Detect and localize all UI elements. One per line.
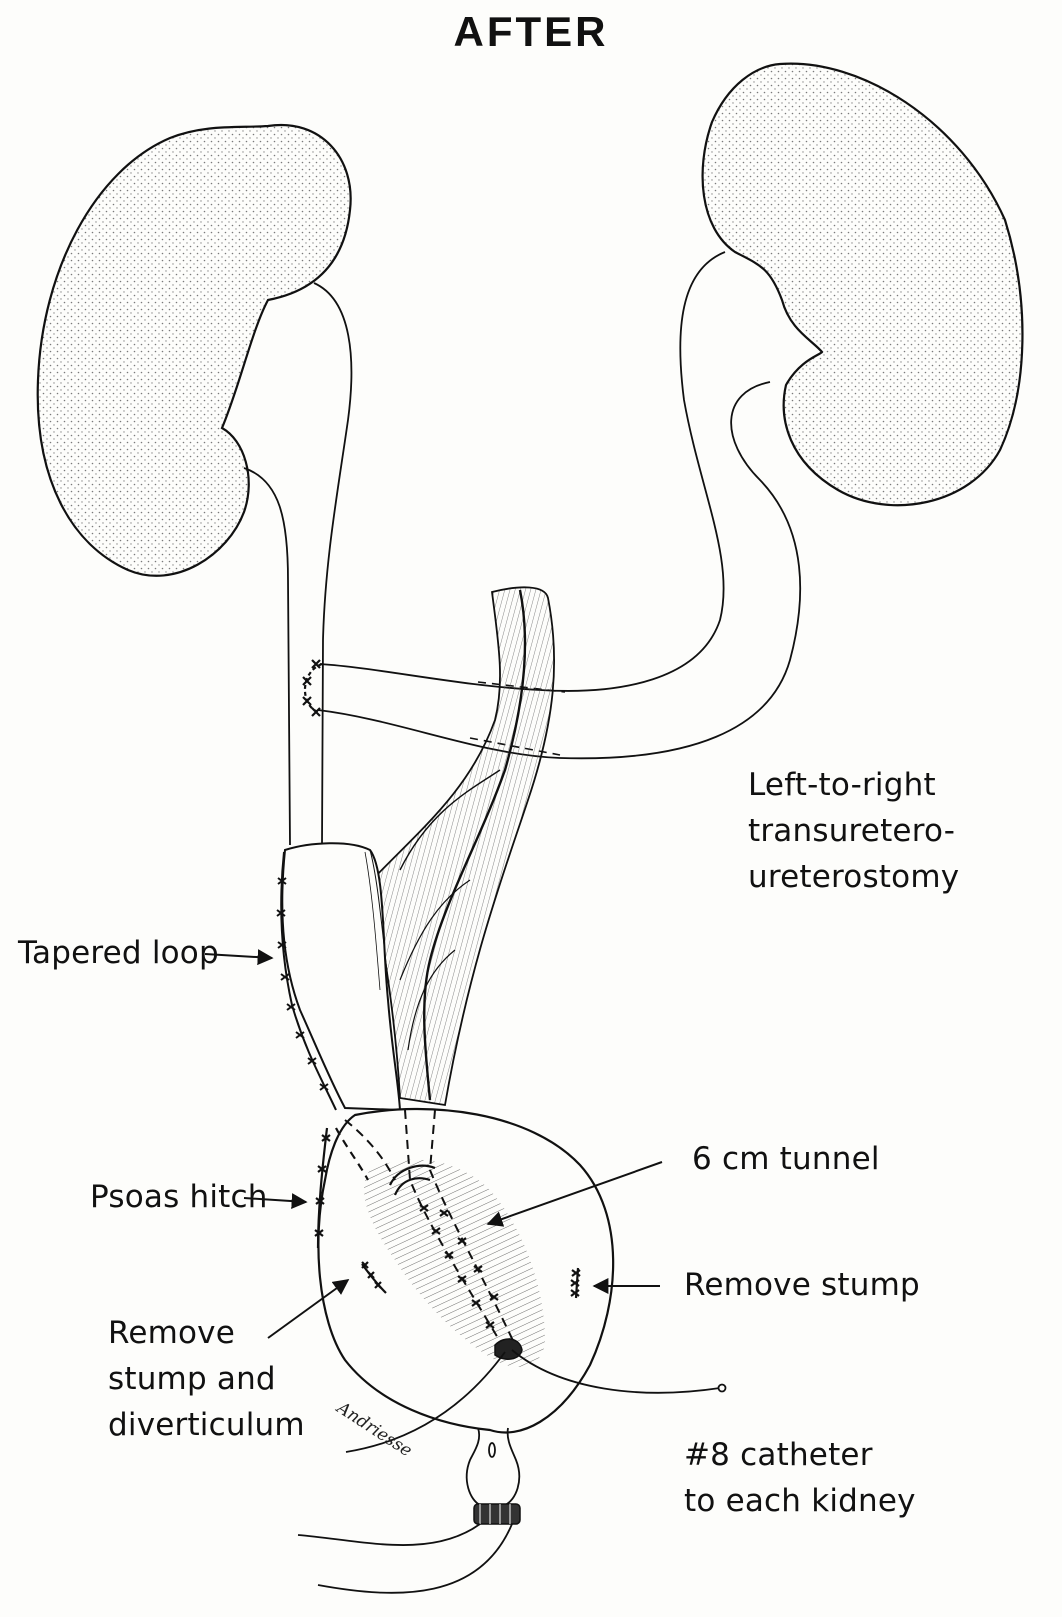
tapered-loop-arrow <box>204 949 274 966</box>
remove-stump-div-arrow <box>267 1279 350 1339</box>
catheter-label-line-2: to each kidney <box>684 1483 916 1519</box>
psoas-hitch-label: Psoas hitch <box>90 1179 268 1215</box>
ttu-anastomosis-sutures <box>302 659 323 717</box>
right-ureter <box>243 282 353 846</box>
tunnel-label: 6 cm tunnel <box>692 1141 880 1177</box>
catheter-label-line-1: #8 catheter <box>684 1437 873 1473</box>
ureteral-orifice <box>494 1338 523 1360</box>
stump-sutures <box>570 1267 581 1299</box>
kidney-catheters <box>345 1349 727 1453</box>
bladder-neck <box>465 1427 521 1506</box>
catheter-label: #8 catheter to each kidney <box>684 1432 916 1524</box>
urethral-catheter-tube <box>297 1523 513 1594</box>
remove-stump-label: Remove stump <box>684 1267 920 1303</box>
bowel-mesentery <box>371 586 556 1107</box>
tunnel-arrow <box>486 1161 663 1227</box>
psoas-hitch-arrow <box>243 1193 308 1210</box>
tapered-loop <box>281 842 402 1112</box>
right-kidney <box>36 123 352 577</box>
left-kidney <box>701 62 1024 507</box>
remove-stump-div-line-2: stump and <box>108 1361 276 1397</box>
ttu-label-line-3: ureterostomy <box>748 859 960 895</box>
ttu-label: Left-to-right transuretero- ureterostomy <box>748 762 959 900</box>
annotation-arrows <box>204 949 663 1339</box>
figure-title: AFTER <box>453 8 609 55</box>
submucosal-tunnel <box>364 1159 545 1368</box>
tunnel-sutures <box>389 1164 499 1329</box>
left-ureter <box>317 251 802 760</box>
ttu-label-line-1: Left-to-right <box>748 767 936 803</box>
remove-stump-div-line-3: diverticulum <box>108 1407 305 1443</box>
tapered-loop-sutures <box>276 851 337 1111</box>
urethral-catheter-clamp <box>473 1503 521 1525</box>
remove-stump-div-line-1: Remove <box>108 1315 236 1351</box>
psoas-hitch-sutures <box>314 1127 369 1249</box>
ttu-label-line-2: transuretero- <box>748 813 956 849</box>
tapered-loop-label: Tapered loop <box>18 935 219 971</box>
stump-diverticulum-sutures <box>361 1261 387 1294</box>
remove-stump-div-label: Remove stump and diverticulum <box>108 1310 305 1448</box>
